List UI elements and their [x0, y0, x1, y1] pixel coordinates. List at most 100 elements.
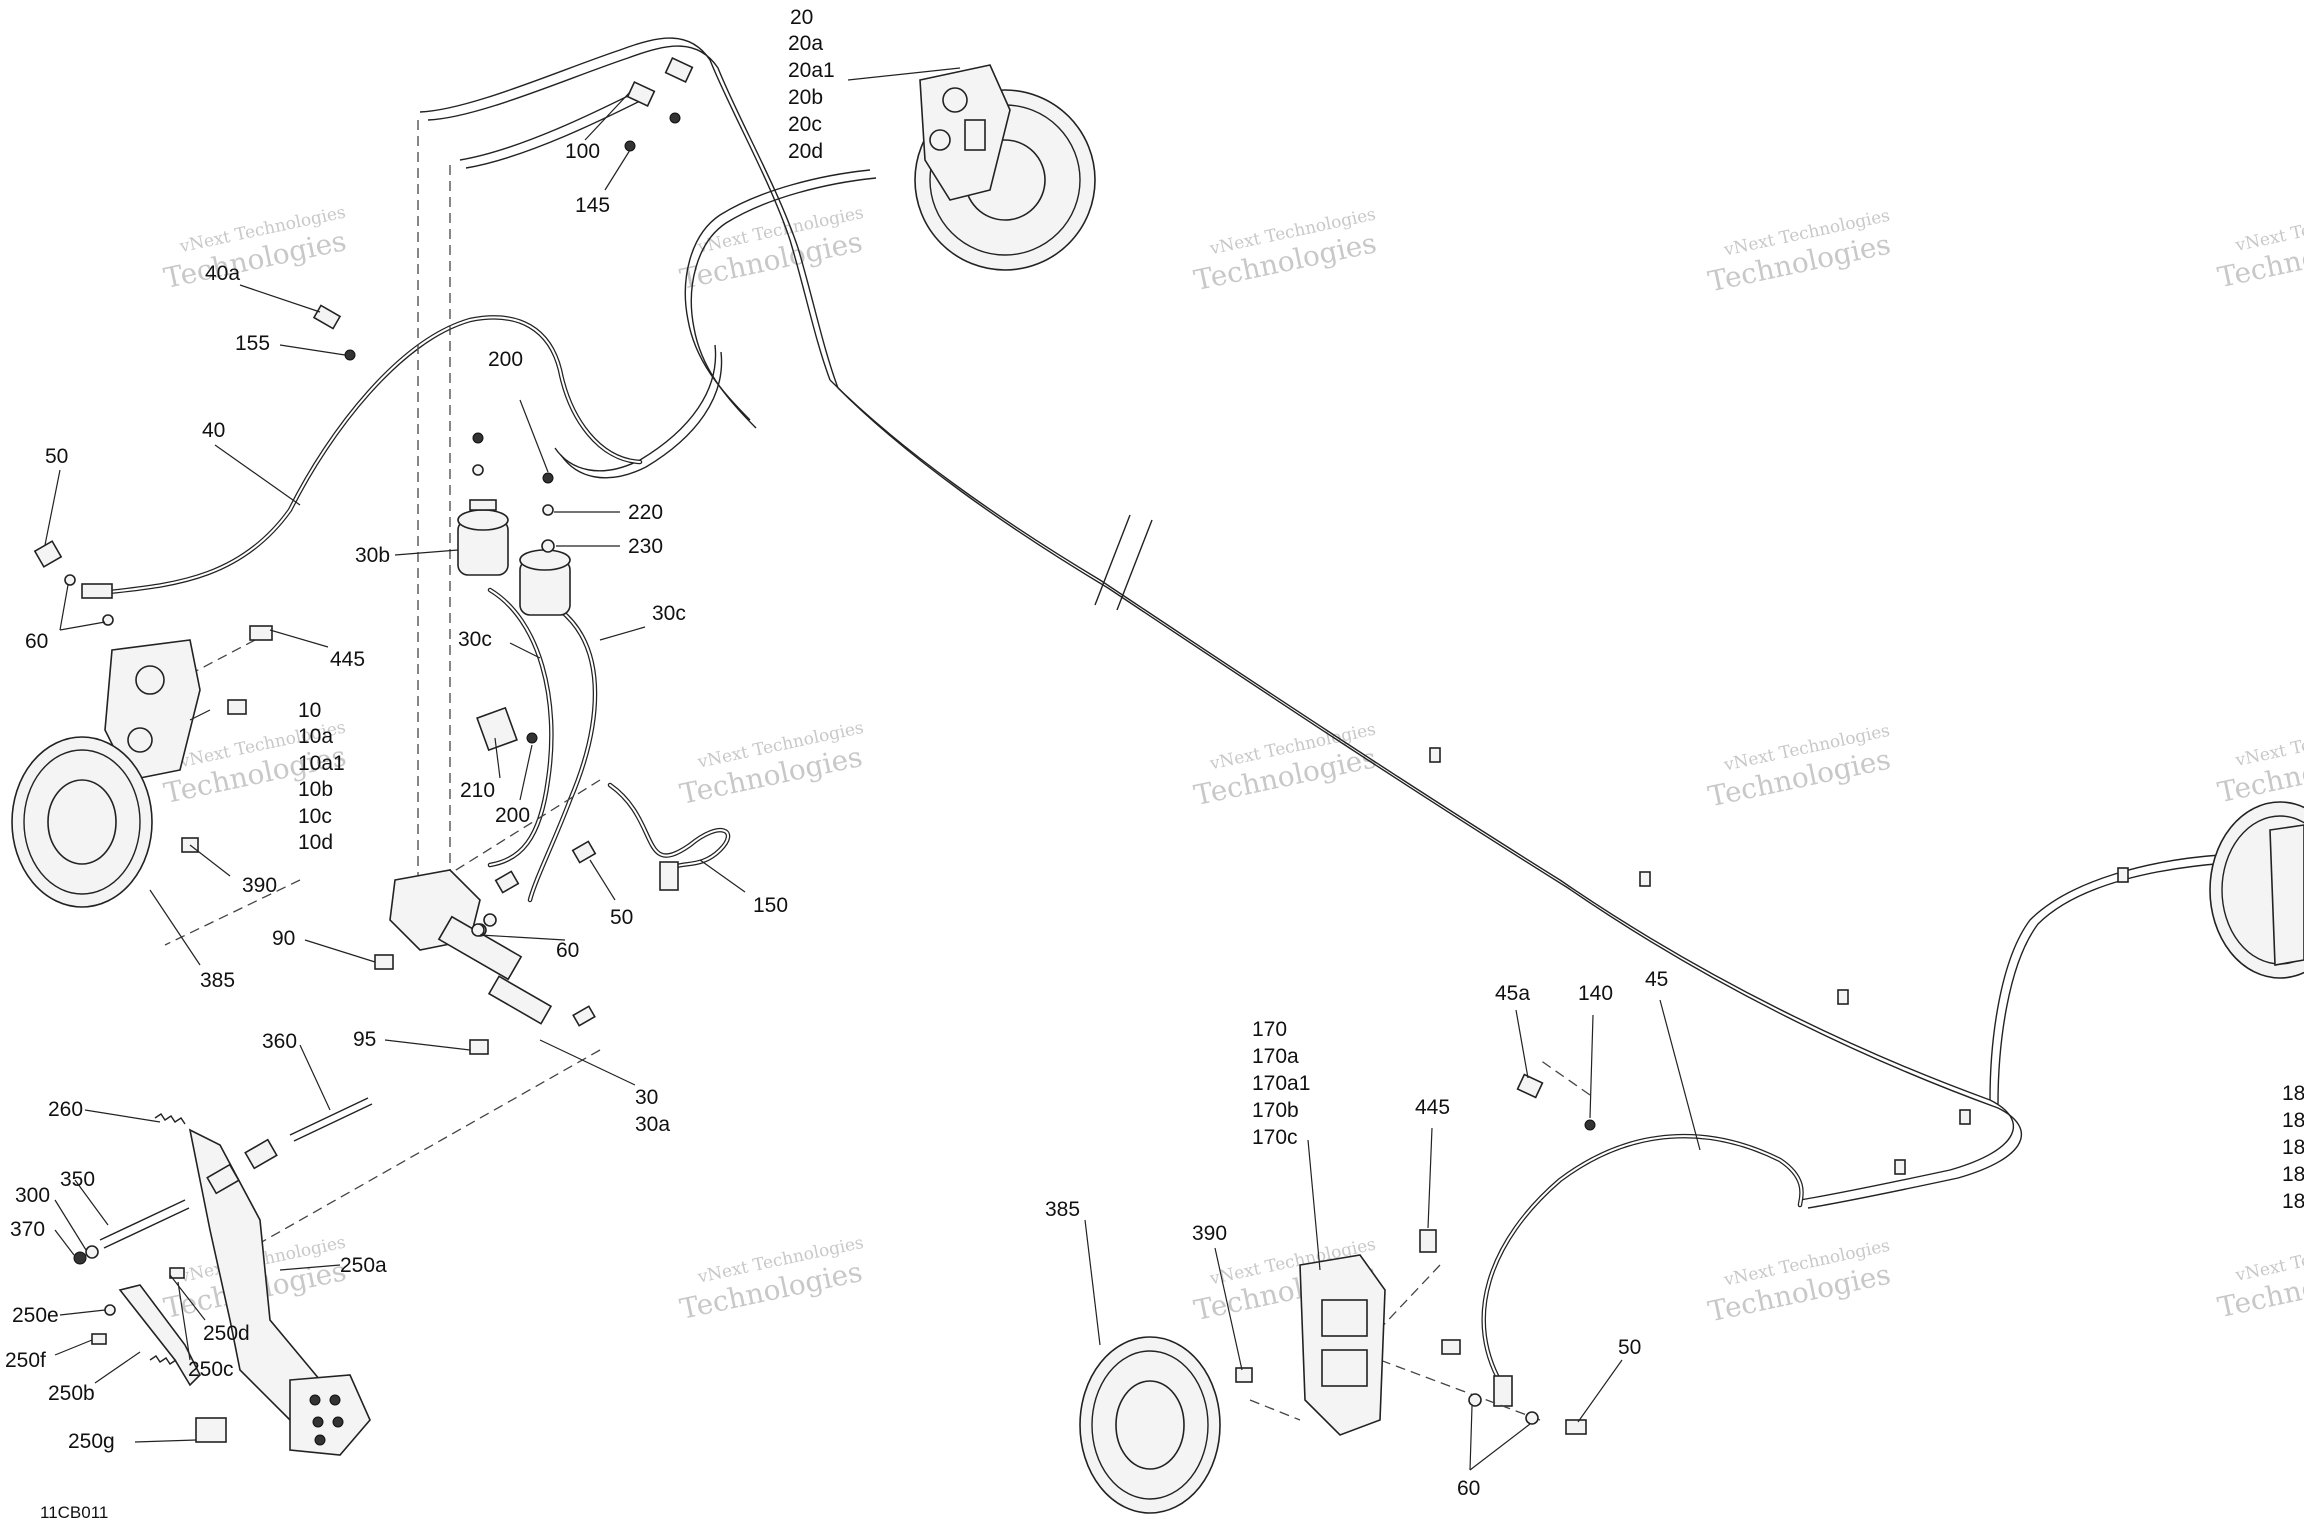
rear-left-rotor: [1079, 1336, 1253, 1514]
line-clip: [1837, 989, 1849, 1005]
watermark: vNext Technologies Technologies: [161, 202, 349, 295]
brake-hose-45: [1481, 1134, 1804, 1407]
callout-200: 200: [495, 804, 530, 827]
watermark: vNext Technologies Technologies: [1705, 721, 1893, 814]
callout-385: 385: [200, 969, 235, 992]
callout-40a: 40a: [205, 262, 240, 285]
watermark: vNext Technologies Technologies: [1191, 720, 1379, 813]
sensor-connector: [659, 861, 679, 891]
callout-250a: 250a: [340, 1254, 387, 1277]
callout-180a1-cropped: 18: [2282, 1136, 2304, 1159]
callout-140: 140: [1578, 982, 1613, 1005]
callout-20d: 20d: [788, 140, 823, 163]
line-clip: [1429, 747, 1441, 763]
brake-pedal-assembly: [73, 1097, 373, 1456]
callout-250b: 250b: [48, 1382, 95, 1405]
bumper-250g: [195, 1417, 227, 1443]
diagram-code: 11CB011: [40, 1503, 108, 1522]
callout-10a: 10a: [298, 725, 333, 748]
callout-180a-cropped: 18: [2282, 1109, 2304, 1132]
callout-100: 100: [565, 140, 600, 163]
callout-30b: 30b: [355, 544, 390, 567]
front-left-caliper: [919, 64, 1011, 201]
washer-300: [85, 1245, 99, 1259]
nut-370: [73, 1251, 87, 1265]
bolt-445: [1419, 1229, 1437, 1253]
watermark: vNext Technologies Technologies: [1705, 1236, 1893, 1329]
callout-30c: 30c: [652, 602, 686, 625]
callout-180-cropped: 18: [2282, 1082, 2304, 1105]
callout-10c: 10c: [298, 805, 332, 828]
bolt-90: [374, 954, 394, 970]
line-clip: [1894, 1159, 1906, 1175]
pedal-pad: [289, 1374, 371, 1456]
callout-250d: 250d: [203, 1322, 250, 1345]
line-clip: [1959, 1109, 1971, 1125]
pivot-bolt-360: [289, 1097, 369, 1136]
watermark: vNext Technologies Technologies: [1191, 205, 1379, 298]
front-brake-lines: [419, 37, 877, 479]
pin-250c: [169, 1267, 185, 1279]
main-brake-line: [829, 379, 2023, 1209]
callout-170c: 170c: [1252, 1126, 1298, 1149]
hose-fitting: [81, 583, 113, 599]
callout-10a1: 10a1: [298, 752, 345, 775]
nut-145: [624, 112, 681, 152]
hose-fittings-50: [471, 840, 597, 937]
callout-250e: 250e: [12, 1304, 59, 1327]
banjo-bolt-50: [33, 540, 114, 626]
callout-45: 45: [1645, 968, 1668, 991]
callout-250f: 250f: [5, 1349, 46, 1372]
brake-caliper: [2269, 824, 2304, 966]
callout-170: 170: [1252, 1018, 1287, 1041]
callout-300: 300: [15, 1184, 50, 1207]
brake-caliper: [1299, 1254, 1386, 1436]
callout-170a1: 170a1: [1252, 1072, 1310, 1095]
spring-250d: [149, 1355, 177, 1365]
watermark: vNext Technologies Technologies: [2215, 201, 2304, 294]
callout-390: 390: [242, 874, 277, 897]
callout-30: 30: [635, 1086, 658, 1109]
callout-445: 445: [330, 648, 365, 671]
callout-260: 260: [48, 1098, 83, 1121]
callout-350: 350: [60, 1168, 95, 1191]
callout-390: 390: [1192, 1222, 1227, 1245]
callout-20b: 20b: [788, 86, 823, 109]
callout-20a1: 20a1: [788, 59, 835, 82]
bolt: [1441, 1339, 1461, 1355]
callout-170a: 170a: [1252, 1045, 1299, 1068]
clamp-45a: [1516, 1073, 1596, 1131]
callout-250g: 250g: [68, 1430, 115, 1453]
clamp-40a: [312, 304, 356, 361]
callout-50: 50: [610, 906, 633, 929]
callout-40: 40: [202, 419, 225, 442]
sensor-harness-150: [607, 782, 731, 891]
watermark: vNext Technologies Technologies: [2215, 716, 2304, 809]
callout-60: 60: [25, 630, 48, 653]
washer-60: [1525, 1411, 1539, 1425]
callout-20a: 20a: [788, 32, 823, 55]
watermark: vNext Technologies Technologies: [677, 718, 865, 811]
assembly-guides: [159, 120, 1591, 1421]
callout-210: 210: [460, 779, 495, 802]
brake-hose-40: [81, 315, 643, 599]
callout-95: 95: [353, 1028, 376, 1051]
rear-right-rotor: [2209, 801, 2304, 979]
bolt: [227, 699, 247, 715]
nut-140: [1584, 1119, 1596, 1131]
callout-180c-cropped: 18: [2282, 1190, 2304, 1213]
screw-390: [1235, 1367, 1253, 1383]
watermark: vNext Technologies Technologies: [1705, 206, 1893, 299]
front-right-rotor: [11, 736, 199, 908]
washer-60: [1468, 1393, 1482, 1407]
callout-200: 200: [488, 348, 523, 371]
reservoir-hoses: [487, 587, 598, 903]
callout-10: 10: [298, 699, 321, 722]
brake-fluid-reservoir: [519, 472, 571, 616]
callout-385: 385: [1045, 1198, 1080, 1221]
callout-360: 360: [262, 1030, 297, 1053]
callout-30a: 30a: [635, 1113, 670, 1136]
hose-fitting: [1493, 1375, 1513, 1407]
watermark: vNext Technologies Technologies: [2215, 1231, 2304, 1324]
pin-350: [99, 1199, 186, 1241]
